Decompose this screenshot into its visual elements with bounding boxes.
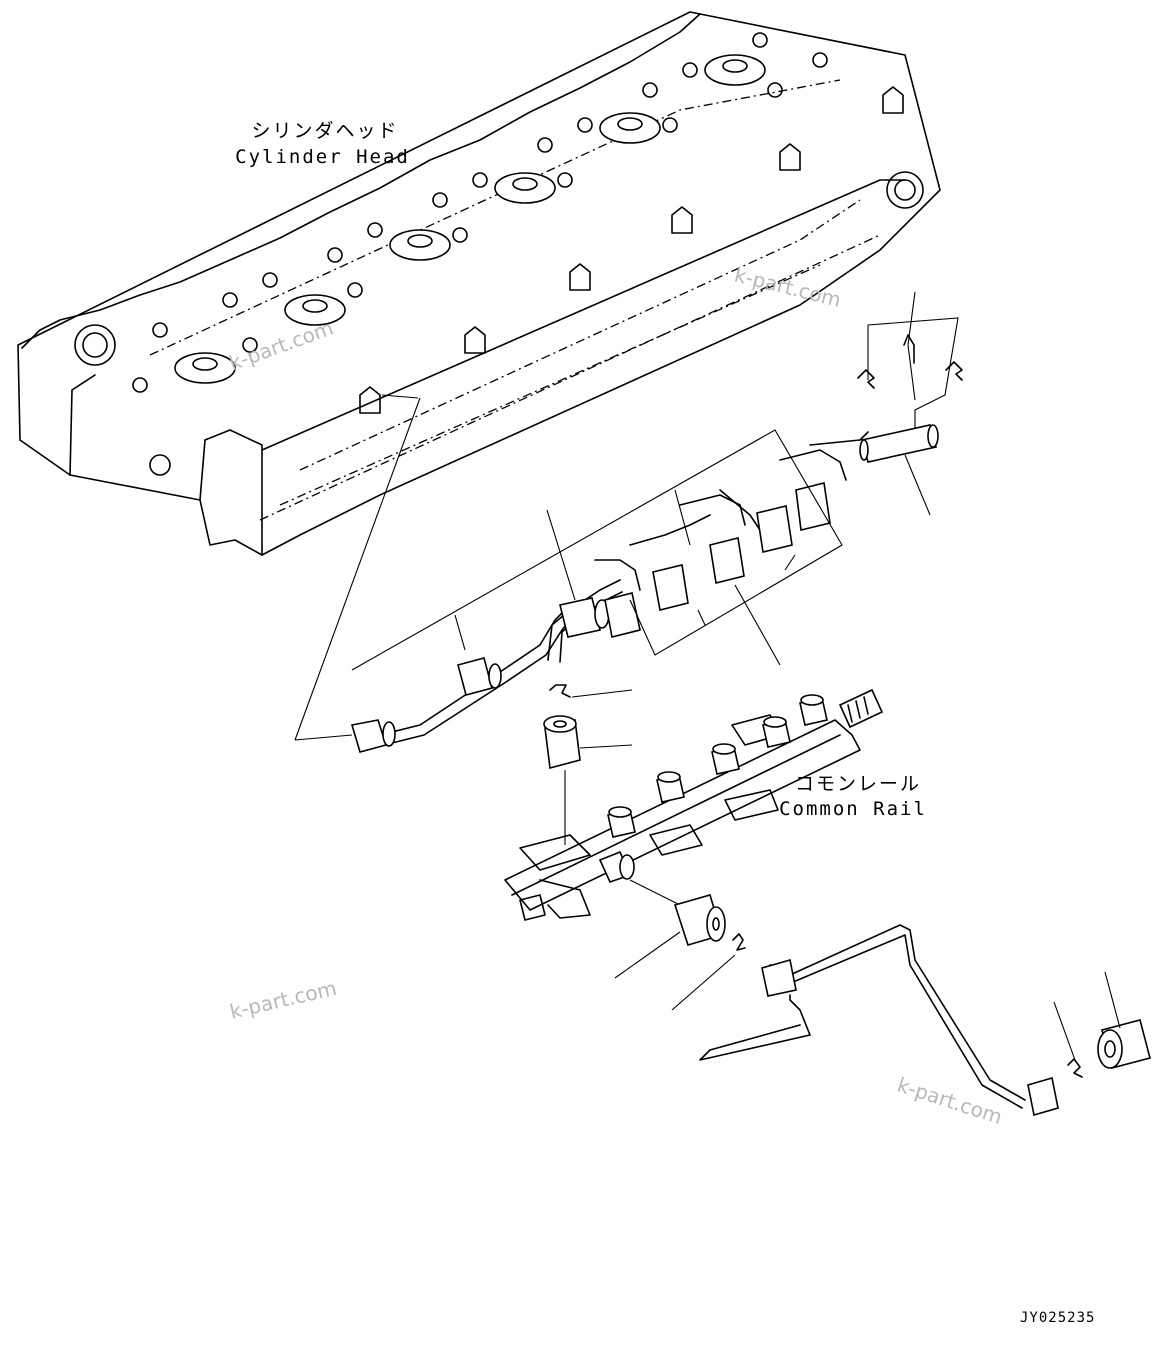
cylinder-head-label-jp: シリンダヘッド xyxy=(251,120,399,142)
injection-tubes xyxy=(379,431,869,746)
common-rail-label-en: Common Rail xyxy=(779,798,927,820)
cylinder-head-label-en: Cylinder Head xyxy=(235,146,410,168)
common-rail-label-jp: コモンレール xyxy=(795,773,922,795)
sleeve-nuts xyxy=(350,482,831,753)
drawing-code: JY025235 xyxy=(1020,1310,1096,1326)
callout-groups xyxy=(294,291,963,845)
common-rail xyxy=(504,688,884,921)
cylinder-head xyxy=(17,11,941,556)
return-pipe-assembly xyxy=(614,894,1151,1117)
